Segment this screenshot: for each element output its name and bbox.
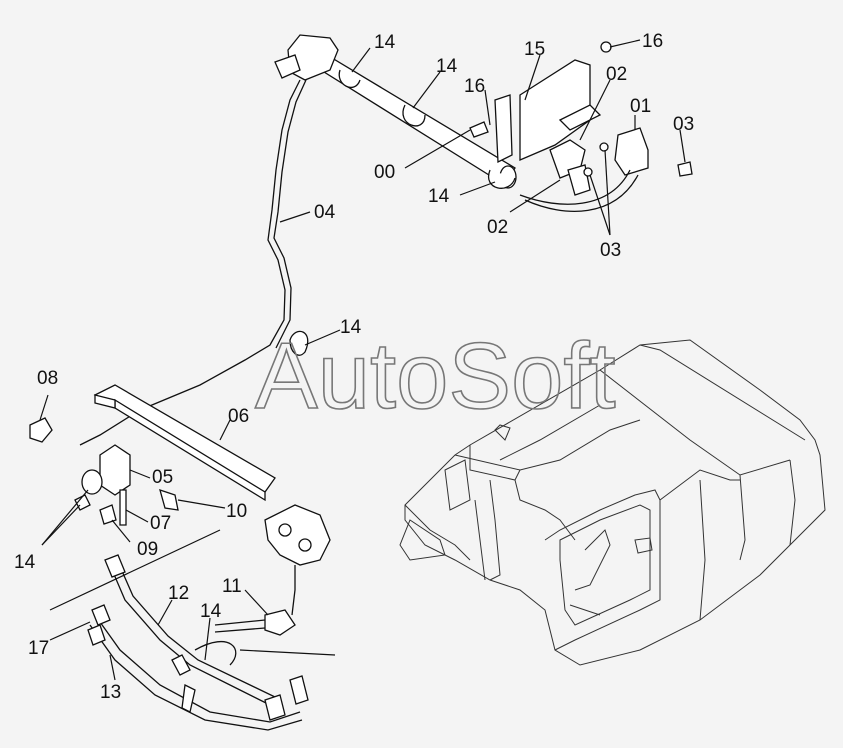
callout-04: 04 (314, 202, 336, 223)
callout-12: 12 (168, 583, 189, 604)
callout-11: 11 (222, 576, 242, 597)
callout-10: 10 (226, 501, 247, 522)
callout-15: 15 (524, 39, 545, 60)
callout-00: 00 (374, 162, 395, 183)
callout-16: 16 (642, 31, 663, 52)
bracket-plate-15 (469, 41, 612, 196)
callout-14: 14 (374, 32, 396, 53)
callout-13: 13 (100, 682, 121, 703)
callout-14: 14 (436, 56, 458, 77)
callout-05: 05 (152, 467, 173, 488)
callout-03: 03 (673, 114, 694, 135)
solenoid-05 (29, 417, 179, 526)
callout-08: 08 (37, 368, 58, 389)
callout-14: 14 (200, 601, 222, 622)
excavator-outline (399, 339, 826, 666)
hoses-12-13 (87, 554, 309, 731)
callout-02: 02 (487, 217, 508, 238)
callout-14: 14 (428, 186, 450, 207)
callout-17: 17 (28, 638, 49, 659)
callout-02: 02 (606, 64, 627, 85)
watermark: AutoSoft (255, 323, 616, 428)
callout-03: 03 (600, 240, 621, 261)
callout-14: 14 (340, 317, 362, 338)
control-valve (214, 504, 331, 636)
callout-09: 09 (137, 539, 158, 560)
callout-labels: 14 14 15 16 16 02 01 03 00 14 02 03 04 1… (14, 31, 694, 703)
pipe-assembly-00 (79, 34, 517, 446)
callout-06: 06 (228, 406, 249, 427)
switch-01 (519, 127, 693, 212)
callout-14: 14 (14, 552, 36, 573)
bracket-06 (93, 384, 276, 502)
callout-07: 07 (150, 513, 171, 534)
leader-lines (39, 39, 686, 681)
callout-01: 01 (630, 96, 651, 117)
callout-16: 16 (464, 76, 485, 97)
